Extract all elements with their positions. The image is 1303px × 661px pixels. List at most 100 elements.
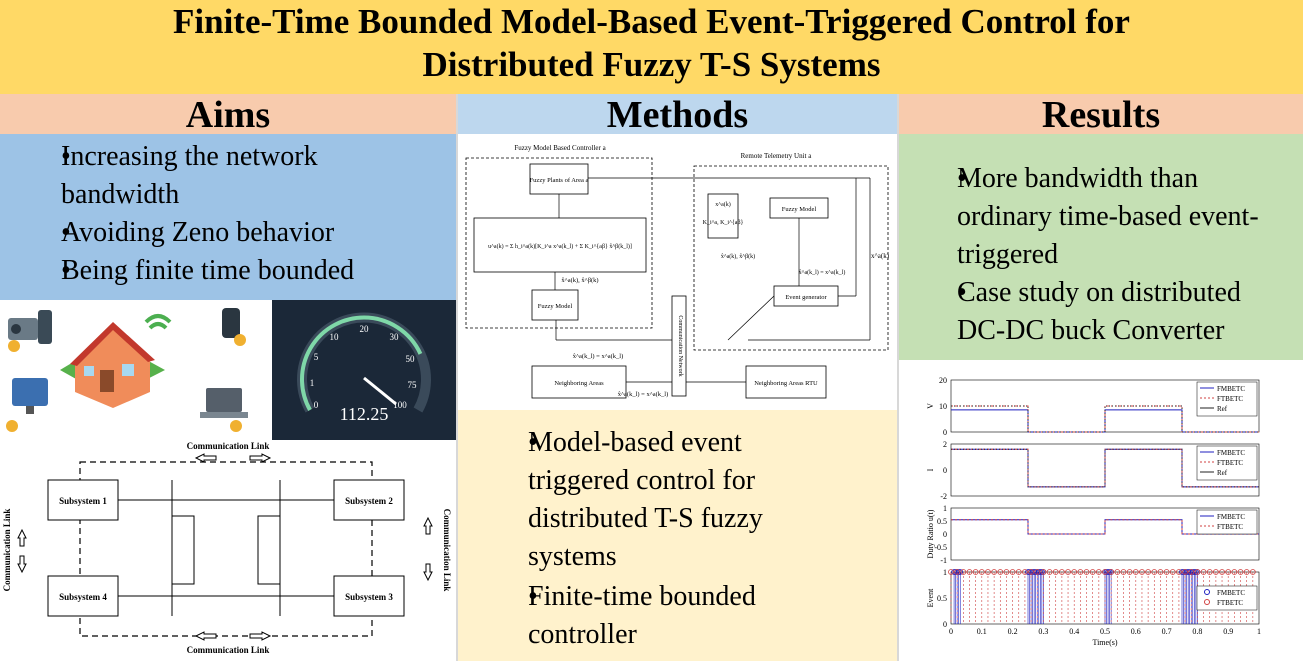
series-line (951, 448, 1259, 488)
legend-label: FMBETC (1217, 513, 1245, 521)
x-tick-label: 0.9 (1223, 627, 1233, 636)
y-tick-label: 2 (943, 440, 947, 449)
label-xa: x^a(k) (715, 201, 730, 208)
subsystem-2: Subsystem 2 (345, 496, 393, 506)
event-marker (1102, 569, 1108, 575)
fuzzy-model-right: Fuzzy Model (782, 206, 817, 213)
event-marker (1212, 569, 1219, 575)
event-marker (1040, 569, 1047, 575)
event-marker (960, 569, 967, 575)
y-axis-label: Duty Ratio u(t) (926, 509, 935, 558)
label-eq-mid: x̂^a(k_l) = x^a(k_l) (572, 353, 623, 360)
label-xhat-left: x̂^a(k), x̂^β(k) (561, 277, 599, 284)
legend-label: FTBETC (1217, 395, 1243, 403)
speedometer-image: 0 1 5 10 20 30 50 75 100 112.25 (272, 300, 456, 440)
event-marker (1176, 569, 1182, 575)
y-tick-label: -2 (940, 492, 947, 501)
event-marker (978, 569, 985, 575)
y-tick-label: 0.5 (937, 594, 947, 603)
speed-tick: 0 (314, 400, 319, 410)
event-marker (1231, 569, 1238, 575)
event-marker (1120, 569, 1127, 575)
label-xhat-right: x̂^a(k), x̂^β(k) (721, 253, 755, 260)
y-axis-label: V (926, 403, 935, 409)
event-marker (1126, 569, 1133, 575)
event-marker (1065, 569, 1071, 575)
legend-label: FTBETC (1217, 599, 1243, 607)
event-marker (985, 569, 991, 575)
y-tick-label: 20 (939, 376, 947, 385)
y-tick-label: 0 (943, 428, 947, 437)
aims-panel: Increasing the network bandwidth Avoidin… (0, 134, 456, 300)
event-marker (1237, 569, 1244, 575)
x-tick-label: 0.2 (1008, 627, 1018, 636)
aims-bullet-list: Increasing the network bandwidth Avoidin… (0, 134, 456, 290)
event-marker (1132, 569, 1139, 575)
subsystem-1: Subsystem 1 (59, 496, 107, 506)
link-label-bottom: Communication Link (187, 645, 270, 655)
event-marker (997, 569, 1004, 575)
event-marker (1188, 569, 1195, 575)
control-formula: u^a(k) = Σ h_i^a(k)[K_i^a x^a(k_l) + Σ K… (488, 243, 632, 250)
y-tick-label: 0 (943, 530, 947, 539)
legend-label: Ref (1217, 405, 1228, 413)
event-generator-box: Event generator (785, 294, 827, 301)
x-tick-label: 0.4 (1069, 627, 1079, 636)
event-marker (1003, 569, 1010, 575)
event-marker (1083, 569, 1090, 575)
event-marker (1034, 569, 1041, 575)
speed-tick: 100 (393, 400, 407, 410)
title-line-2: Distributed Fuzzy T-S Systems (422, 45, 881, 84)
simulation-charts: 20100VFMBETCFTBETCRef20-2IFMBETCFTBETCRe… (926, 376, 1261, 647)
event-marker (1243, 569, 1250, 575)
event-marker (1225, 569, 1232, 575)
legend-swatch (1204, 589, 1210, 595)
y-tick-label: -1 (940, 556, 947, 565)
event-marker (1200, 569, 1207, 575)
event-marker (1139, 569, 1145, 575)
event-marker (1163, 569, 1170, 575)
aims-heading: Aims (0, 94, 456, 136)
legend-label: FMBETC (1217, 589, 1245, 597)
event-marker (1108, 569, 1115, 575)
event-marker (1058, 569, 1065, 575)
event-marker (948, 569, 954, 575)
event-marker (991, 569, 998, 575)
speed-tick: 75 (408, 380, 418, 390)
y-tick-label: 0.5 (937, 517, 947, 526)
y-tick-label: 1 (943, 504, 947, 513)
event-marker (1052, 569, 1059, 575)
event-marker (972, 569, 979, 575)
legend-label: FTBETC (1217, 523, 1243, 531)
network-diagram: Communication Link Communication Link Co… (0, 440, 456, 661)
event-marker (966, 569, 973, 575)
series-line (951, 448, 1259, 488)
controller-title: Fuzzy Model Based Controller a (514, 144, 606, 152)
legend-swatch (1204, 599, 1210, 605)
event-marker (1015, 569, 1022, 575)
neighboring-rtu-box: Neighboring Areas RTU (754, 380, 818, 387)
x-tick-label: 0.5 (1100, 627, 1110, 636)
methods-bullet: Model-based event triggered control for … (458, 424, 818, 576)
speed-reading: 112.25 (340, 404, 389, 424)
series-line (951, 519, 1259, 535)
results-bullet-list: More bandwidth than ordinary time-based … (899, 134, 1303, 350)
rtu-title: Remote Telemetry Unit a (741, 152, 813, 160)
aims-bullet: Avoiding Zeno behavior (0, 214, 456, 252)
x-tick-label: 1 (1257, 627, 1261, 636)
label-eq-right: x̂^a(k_l) = x^a(k_l) (799, 269, 846, 276)
speed-tick: 1 (310, 378, 315, 388)
speed-tick: 20 (360, 324, 370, 334)
event-marker (1219, 569, 1225, 575)
legend-label: FTBETC (1217, 459, 1243, 467)
subsystem-3: Subsystem 3 (345, 592, 393, 602)
y-axis-label: Event (926, 588, 935, 607)
event-marker (1022, 569, 1028, 575)
aims-bullet: Being finite time bounded (0, 252, 456, 290)
x-axis-label: Time(s) (1092, 638, 1117, 647)
aims-bullet: Increasing the network bandwidth (0, 138, 400, 214)
methods-block-diagram: Fuzzy Model Based Controller a Remote Te… (456, 134, 899, 410)
speed-tick: 10 (330, 332, 340, 342)
event-marker (1206, 569, 1213, 575)
